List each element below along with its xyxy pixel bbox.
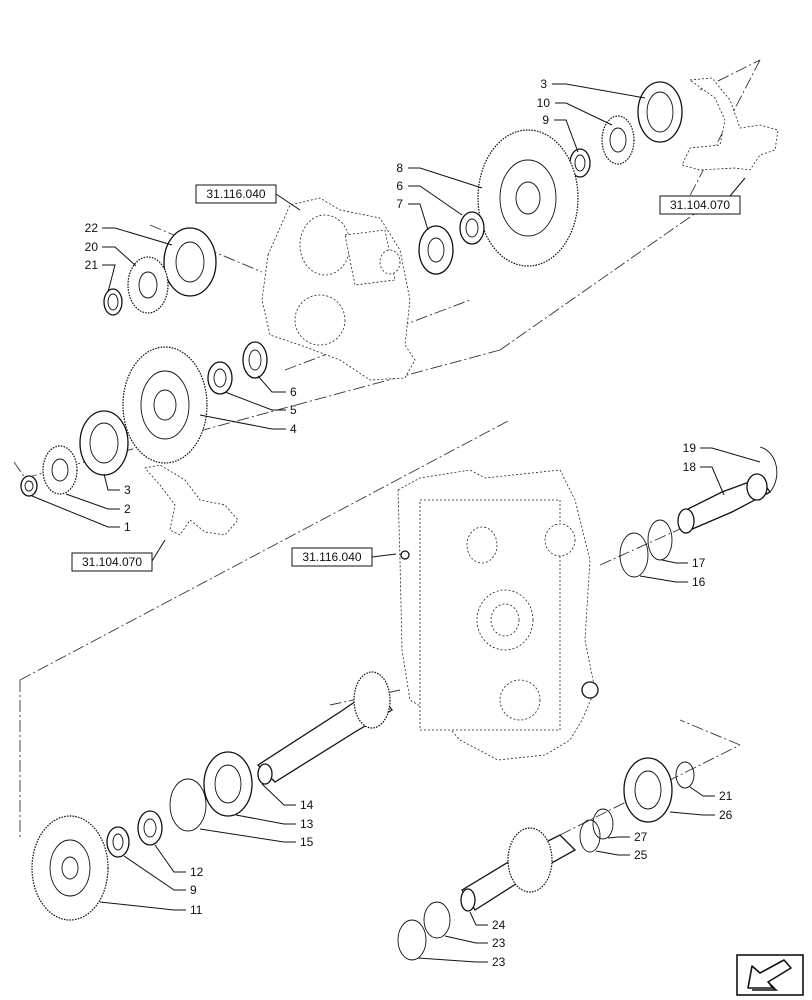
- callout-10: 10: [537, 96, 551, 110]
- callout-1: 1: [124, 520, 131, 534]
- callout-13: 13: [300, 817, 314, 831]
- snap-ring-21-lower: [675, 761, 695, 789]
- callout-3-upper: 3: [540, 77, 547, 91]
- washer-12: [137, 810, 163, 846]
- o-ring-23-b: [397, 919, 427, 961]
- callout-27: 27: [634, 830, 648, 844]
- callout-9-lower: 9: [190, 883, 197, 897]
- callout-15: 15: [300, 835, 314, 849]
- bushing-5: [207, 361, 233, 395]
- gear-2: [42, 445, 78, 495]
- callout-23-b: 23: [492, 955, 506, 969]
- main-housing: [397, 469, 599, 761]
- callout-7: 7: [396, 197, 403, 211]
- snap-ring-15: [169, 778, 207, 832]
- gear-4: [122, 346, 208, 464]
- gear-8: [477, 129, 579, 267]
- callout-21-lower: 21: [719, 789, 733, 803]
- callout-3-middle: 3: [124, 483, 131, 497]
- callout-17: 17: [692, 556, 706, 570]
- washer-6-upper: [459, 211, 485, 245]
- callout-26: 26: [719, 808, 733, 822]
- bushing-9-lower: [106, 826, 130, 858]
- snap-ring-16: [619, 532, 649, 578]
- callout-6-upper: 6: [396, 179, 403, 193]
- callout-4: 4: [290, 422, 297, 436]
- washer-6-middle: [242, 341, 268, 379]
- shaft-24: [460, 827, 577, 912]
- ref-text-upper-fork: 31.104.070: [670, 198, 730, 212]
- ref-box-main-housing[interactable]: 31.116.040: [291, 547, 373, 567]
- ref-text-middle-fork: 31.104.070: [82, 555, 142, 569]
- callout-18: 18: [683, 460, 697, 474]
- input-shaft-14: [256, 671, 393, 785]
- shift-fork-middle: [144, 464, 239, 536]
- ref-box-upper-fork[interactable]: 31.104.070: [659, 195, 741, 215]
- bearing-26: [623, 757, 673, 823]
- callout-22: 22: [85, 221, 99, 235]
- ref-box-upper-housing[interactable]: 31.116.040: [195, 184, 277, 204]
- next-page-arrow-icon[interactable]: [736, 954, 804, 996]
- callout-14: 14: [300, 798, 314, 812]
- o-ring-25: [579, 819, 601, 853]
- callout-12: 12: [190, 865, 204, 879]
- upper-housing: [261, 197, 416, 381]
- ref-box-middle-fork[interactable]: 31.104.070: [71, 552, 153, 572]
- gear-10: [601, 115, 635, 165]
- callout-19: 19: [683, 441, 697, 455]
- callout-25: 25: [634, 848, 648, 862]
- synchro-ring-3-middle: [79, 410, 129, 476]
- callout-9-upper: 9: [542, 113, 549, 127]
- gear-11: [31, 815, 109, 921]
- ref-text-main-housing: 31.116.040: [302, 550, 361, 564]
- snap-ring-21-upper: [103, 288, 123, 316]
- callout-24: 24: [492, 918, 506, 932]
- synchro-ring-3-upper: [637, 81, 683, 143]
- nut-1: [20, 475, 38, 497]
- callout-5: 5: [290, 403, 297, 417]
- callout-20: 20: [85, 240, 99, 254]
- leader-lines: [31, 83, 761, 963]
- callout-11: 11: [190, 903, 203, 917]
- bearing-13: [203, 751, 253, 817]
- output-shaft-18: [677, 473, 771, 534]
- bearing-7: [418, 225, 454, 275]
- callout-16: 16: [692, 575, 706, 589]
- callout-labels: 3 10 9 8 6 7 22 20 21 6 5 4 3 2 1 19 18 …: [85, 77, 733, 969]
- callout-23-a: 23: [492, 936, 506, 950]
- bearing-22: [163, 227, 217, 297]
- callout-8: 8: [396, 161, 403, 175]
- callout-6-middle: 6: [290, 385, 297, 399]
- callout-2: 2: [124, 502, 131, 516]
- o-ring-27: [592, 808, 614, 840]
- gear-20: [127, 256, 169, 314]
- shift-fork-upper: [681, 77, 779, 171]
- o-ring-17: [647, 519, 673, 561]
- ref-text-upper-housing: 31.116.040: [206, 187, 265, 201]
- o-ring-23-a: [423, 901, 451, 939]
- callout-21-upper: 21: [85, 258, 99, 272]
